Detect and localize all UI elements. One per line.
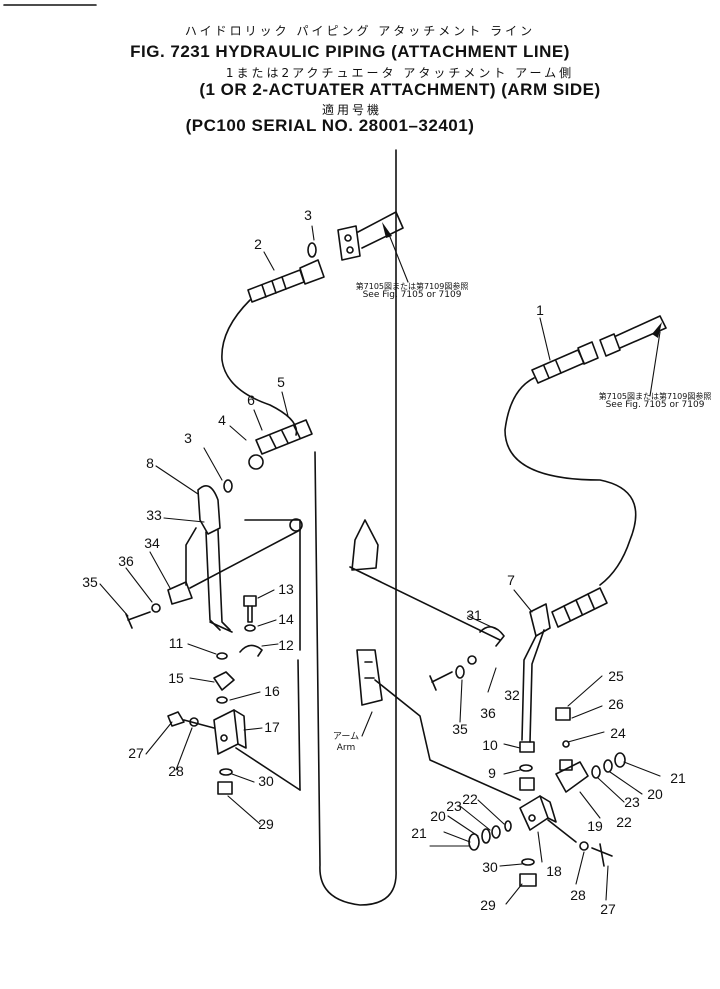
callout-12: 12: [278, 637, 294, 653]
callout-33: 33: [146, 507, 162, 523]
callout-20: 20: [647, 786, 663, 802]
pipe-left: [125, 484, 303, 633]
title-japanese: ハイドロリック パイピング アタッチメント ライン: [184, 24, 536, 38]
callout-2: 2: [254, 236, 262, 252]
callout-31: 31: [466, 607, 482, 623]
flange-top: [223, 211, 404, 493]
callout-4: 4: [218, 412, 226, 428]
callout-34: 34: [144, 535, 160, 551]
callout-35: 35: [452, 721, 468, 737]
reference-note-2: 第7105図または第7109図参照 See Fig. 7105 or 7109: [594, 392, 716, 410]
pipe-right: [349, 566, 551, 801]
callout-32: 32: [504, 687, 520, 703]
bolt-13: [216, 595, 263, 660]
callout-36: 36: [480, 705, 496, 721]
block-18: [468, 707, 626, 887]
serial-range: (PC100 SERIAL NO. 28001–32401): [185, 116, 475, 135]
callout-16: 16: [264, 683, 280, 699]
serial-label-japanese: 適用号機: [321, 103, 382, 117]
callout-30: 30: [482, 859, 498, 875]
arm-label-en: Arm: [336, 743, 356, 753]
callout-29: 29: [258, 816, 274, 832]
callout-30: 30: [258, 773, 274, 789]
callout-18: 18: [546, 863, 562, 879]
subtitle-japanese: 1または2アクチュエータ アタッチメント アーム側: [225, 66, 575, 80]
figure-subtitle: (1 OR 2-ACTUATER ATTACHMENT) (ARM SIDE): [199, 80, 601, 99]
reference-note-2-jp: 第7105図または第7109図参照: [598, 392, 712, 401]
callout-28: 28: [168, 763, 184, 779]
reference-arrows: [382, 222, 662, 338]
callout-11: 11: [169, 635, 184, 651]
callout-22: 22: [616, 814, 632, 830]
block-17: [167, 671, 301, 795]
callout-8: 8: [146, 455, 154, 471]
reference-note-2-en: See Fig. 7105 or 7109: [605, 400, 705, 410]
callout-21: 21: [411, 825, 427, 841]
callout-10: 10: [482, 737, 498, 753]
callout-19: 19: [587, 818, 603, 834]
callout-21: 21: [670, 770, 686, 786]
callout-3: 3: [184, 430, 192, 446]
callout-13: 13: [278, 581, 294, 597]
callout-14: 14: [278, 611, 294, 627]
callout-36: 36: [118, 553, 134, 569]
callout-3: 3: [304, 207, 312, 223]
callout-7: 7: [507, 572, 515, 588]
hose-2: [221, 259, 325, 470]
callout-6: 6: [247, 392, 255, 408]
callout-22: 22: [462, 791, 478, 807]
callout-1: 1: [536, 302, 544, 318]
leader-lines: [99, 225, 661, 905]
arm-outline: [244, 149, 397, 906]
callout-25: 25: [608, 668, 624, 684]
callout-35: 35: [82, 574, 98, 590]
callout-27: 27: [600, 901, 616, 917]
callout-20: 20: [430, 808, 446, 824]
callout-27: 27: [128, 745, 144, 761]
callout-29: 29: [480, 897, 496, 913]
callout-23: 23: [446, 798, 462, 814]
callout-23: 23: [624, 794, 640, 810]
reference-note-1-en: See Fig. 7105 or 7109: [362, 290, 462, 300]
callout-24: 24: [610, 725, 626, 741]
callout-9: 9: [488, 765, 496, 781]
hose-1: [504, 315, 667, 628]
callout-28: 28: [570, 887, 586, 903]
reference-note-1: 第7105図または第7109図参照 See Fig. 7105 or 7109: [352, 282, 472, 300]
reference-note-1-jp: 第7105図または第7109図参照: [355, 282, 469, 291]
callout-17: 17: [264, 719, 280, 735]
callout-26: 26: [608, 696, 624, 712]
figure-title: FIG. 7231 HYDRAULIC PIPING (ATTACHMENT L…: [130, 42, 570, 61]
arm-label-jp: アーム: [332, 732, 360, 742]
arm-label: アーム Arm: [326, 732, 366, 754]
callout-15: 15: [168, 670, 184, 686]
callout-5: 5: [277, 374, 285, 390]
